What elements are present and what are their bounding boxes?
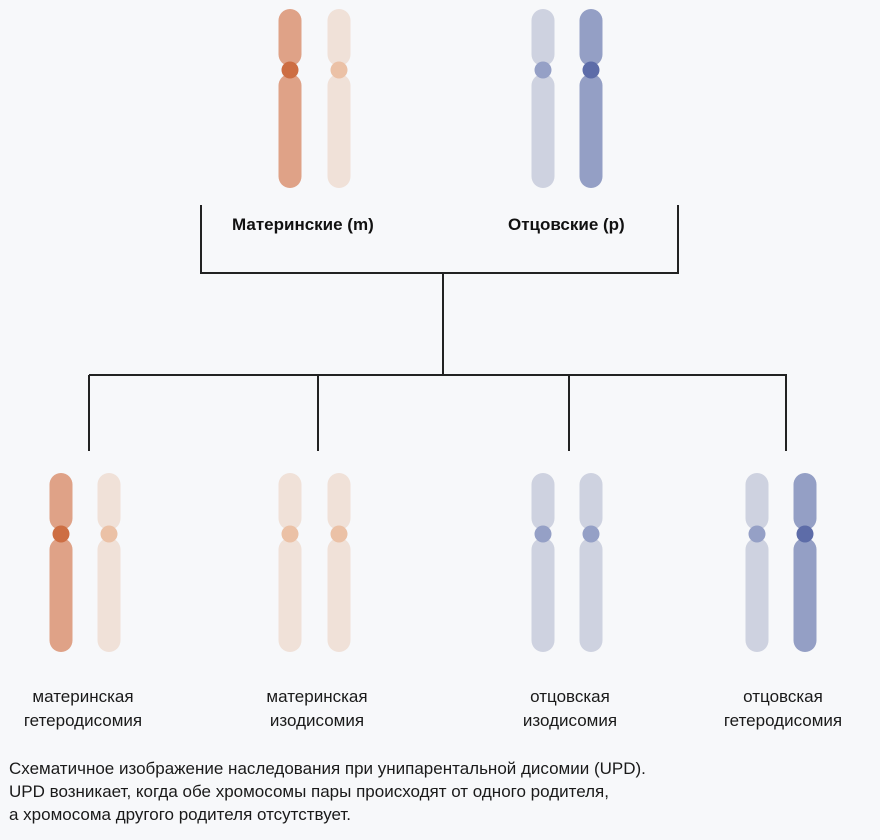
outcome-chromosome-maternal-heterodisomy-2 xyxy=(97,473,121,652)
chromosome-centromere xyxy=(281,525,299,543)
maternal-chromosome-1 xyxy=(278,9,302,188)
chromosome-p-arm xyxy=(327,9,351,66)
chromosome-p-arm xyxy=(327,473,351,530)
chromosome-p-arm xyxy=(531,473,555,530)
maternal-chromosome-2 xyxy=(327,9,351,188)
outcome-label-line: материнская xyxy=(32,687,134,706)
chromosome-q-arm xyxy=(579,538,603,652)
outcome-label-paternal-heterodisomy: отцовская гетеродисомия xyxy=(700,685,866,733)
caption-line-3: а хромосома другого родителя отсутствует… xyxy=(9,805,352,824)
chromosome-centromere xyxy=(281,61,299,79)
outcome-label-line: отцовская xyxy=(743,687,823,706)
chromosomes-group xyxy=(49,9,817,652)
outcome-label-line: материнская xyxy=(266,687,368,706)
paternal-chromosome-2 xyxy=(579,9,603,188)
outcome-label-line: изодисомия xyxy=(269,711,365,730)
outcome-label-paternal-isodisomy: отцовская изодисомия xyxy=(487,685,653,733)
chromosome-centromere xyxy=(52,525,70,543)
chromosome-centromere xyxy=(534,525,552,543)
chromosome-centromere xyxy=(582,61,600,79)
chromosome-p-arm xyxy=(531,9,555,66)
chromosome-p-arm xyxy=(49,473,73,530)
chromosome-q-arm xyxy=(97,538,121,652)
caption-line-2: UPD возникает, когда обе хромосомы пары … xyxy=(9,782,609,801)
outcome-label-line: гетеродисомия xyxy=(23,711,143,730)
figure-caption: Схематичное изображение наследования при… xyxy=(9,757,646,826)
chromosome-p-arm xyxy=(793,473,817,530)
chromosome-centromere xyxy=(796,525,814,543)
chromosome-p-arm xyxy=(579,9,603,66)
caption-line-1: Схематичное изображение наследования при… xyxy=(9,759,646,778)
chromosome-q-arm xyxy=(49,538,73,652)
maternal-header: Материнские (m) xyxy=(232,215,374,234)
chromosome-q-arm xyxy=(278,538,302,652)
outcome-chromosome-paternal-isodisomy-2 xyxy=(579,473,603,652)
outcome-label-maternal-isodisomy: материнская изодисомия xyxy=(234,685,400,733)
outcome-chromosome-maternal-heterodisomy-1 xyxy=(49,473,73,652)
outcome-label-line: гетеродисомия xyxy=(723,711,843,730)
chromosome-p-arm xyxy=(97,473,121,530)
chromosome-q-arm xyxy=(531,74,555,188)
chromosome-centromere xyxy=(534,61,552,79)
chromosome-centromere xyxy=(330,61,348,79)
outcome-chromosome-maternal-isodisomy-2 xyxy=(327,473,351,652)
chromosome-q-arm xyxy=(531,538,555,652)
chromosome-centromere xyxy=(582,525,600,543)
chromosome-centromere xyxy=(330,525,348,543)
chromosome-q-arm xyxy=(745,538,769,652)
chromosome-q-arm xyxy=(327,74,351,188)
outcome-label-line: отцовская xyxy=(530,687,610,706)
chromosome-p-arm xyxy=(278,473,302,530)
paternal-chromosome-1 xyxy=(531,9,555,188)
outcome-chromosome-paternal-isodisomy-1 xyxy=(531,473,555,652)
outcome-chromosome-maternal-isodisomy-1 xyxy=(278,473,302,652)
chromosome-q-arm xyxy=(793,538,817,652)
chromosome-centromere xyxy=(100,525,118,543)
outcome-chromosome-paternal-heterodisomy-2 xyxy=(793,473,817,652)
outcome-chromosome-paternal-heterodisomy-1 xyxy=(745,473,769,652)
chromosome-p-arm xyxy=(745,473,769,530)
paternal-header: Отцовские (p) xyxy=(508,215,625,234)
outcome-label-line: изодисомия xyxy=(522,711,618,730)
chromosome-q-arm xyxy=(327,538,351,652)
chromosome-centromere xyxy=(748,525,766,543)
chromosome-q-arm xyxy=(579,74,603,188)
chromosome-q-arm xyxy=(278,74,302,188)
chromosome-p-arm xyxy=(278,9,302,66)
outcome-label-maternal-heterodisomy: материнская гетеродисомия xyxy=(0,685,166,733)
tree-lines xyxy=(88,205,787,451)
parents-bracket xyxy=(200,205,679,274)
chromosome-p-arm xyxy=(579,473,603,530)
